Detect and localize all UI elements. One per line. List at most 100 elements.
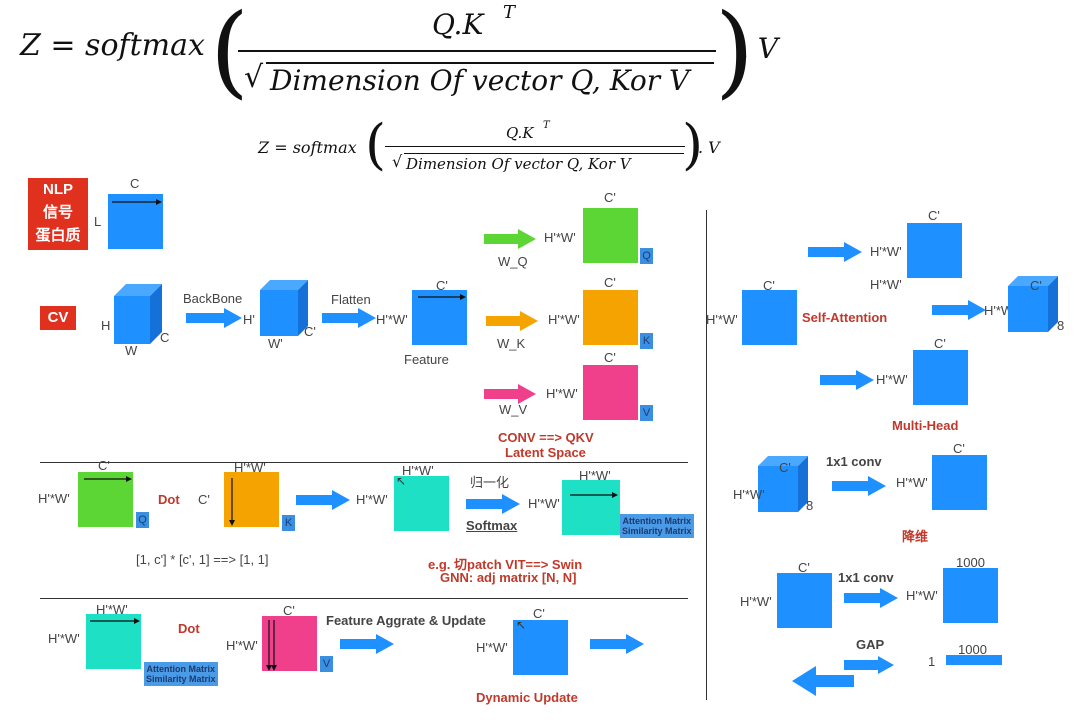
row2-q-tag: Q (136, 512, 149, 528)
q-c-label: C' (604, 190, 616, 205)
row2-attn-tag-line1: Attention Matrix (622, 516, 692, 526)
sa-hw-label: H'*W' (706, 312, 738, 327)
row2-out-hw-left: H'*W' (528, 496, 560, 511)
row2-attn-matrix (394, 476, 449, 531)
reduce-input-c: C' (779, 460, 791, 475)
cube-h-prime: H' (243, 312, 255, 327)
row2-k-matrix (224, 472, 279, 527)
mh-concat-8: 8 (1057, 318, 1065, 333)
row2-attention-matrix-tag: Attention Matrix Similarity Matrix (620, 514, 694, 538)
row2-dot-label: Dot (158, 492, 180, 507)
row3-attn-hw-top: H'*W' (96, 602, 128, 617)
gap-arrow-left (792, 666, 854, 696)
formula-small-rhs: . V (698, 138, 720, 157)
mh-head1-hw: H'*W' (870, 244, 902, 259)
row2-attention-out-matrix (562, 480, 620, 535)
q-hw-label: H'*W' (544, 230, 576, 245)
reduce-input-cube (758, 456, 808, 512)
row2-q-arrow (84, 476, 132, 482)
mh-concat-hw: H'*W' (984, 303, 1016, 318)
row3-v-hw: H'*W' (226, 638, 258, 653)
wv-label: W_V (499, 402, 528, 417)
normalize-label: 归一化 (470, 475, 510, 490)
row3-attn-hw-left: H'*W' (48, 631, 80, 646)
backbone-arrow (186, 308, 242, 328)
row2-attn-hw-top: H'*W' (402, 463, 434, 478)
wk-arrow (486, 311, 538, 331)
v-c-label: C' (604, 350, 616, 365)
cls-out-matrix (943, 568, 998, 623)
mh-concat-arrow (932, 300, 986, 320)
k-hw-label: H'*W' (548, 312, 580, 327)
backbone-feature-cube (260, 280, 308, 336)
row2-out-hw-top: H'*W' (579, 468, 611, 483)
formula-small-denominator: Dimension Of vector Q, Kor V (406, 155, 631, 173)
row3-attn-tag-line2: Similarity Matrix (146, 674, 216, 684)
feature-matrix (412, 290, 467, 345)
sa-input-matrix (742, 290, 797, 345)
k-c-label: C' (604, 275, 616, 290)
flatten-label: Flatten (331, 292, 371, 307)
row2-out-arrow (570, 492, 618, 498)
formula-large-sup: T (503, 2, 516, 23)
feature-hw-label: H'*W' (376, 312, 408, 327)
divider-vertical (706, 210, 707, 700)
row3-v-c: C' (283, 603, 295, 618)
wv-arrow (484, 384, 536, 404)
feature-c-arrow (418, 294, 466, 300)
backbone-label: BackBone (183, 291, 243, 306)
formula-large-sqrt: √ (244, 60, 264, 95)
q-tag: Q (640, 248, 653, 264)
softmax-arrow (466, 494, 520, 514)
cls-arrow (844, 588, 898, 608)
gap-out-1: 1 (928, 654, 936, 669)
row2-k-c: C' (198, 492, 210, 507)
conv-qkv-label: CONV ==> QKV (498, 430, 594, 445)
row2-q-hw: H'*W' (38, 491, 70, 506)
mh-arrow-2 (820, 370, 874, 390)
cv-h-label: H (101, 318, 111, 333)
row3-attention-matrix-tag: Attention Matrix Similarity Matrix (144, 662, 218, 686)
formula-large-sqrt-bar (266, 62, 714, 64)
nlp-label-box: NLP 信号 蛋白质 (28, 178, 88, 250)
v-tag: V (640, 405, 653, 421)
formula-small-lhs: Z = softmax (258, 138, 357, 157)
eg-patch-label: e.g. 切patch VIT==> Swin (428, 557, 583, 572)
nlp-c-arrow (112, 199, 162, 205)
mh-concat-c: C' (1030, 278, 1042, 293)
row2-k-tag: K (282, 515, 295, 531)
reduce-input-8: 8 (806, 498, 814, 513)
row3-v-arrows (266, 620, 277, 671)
reduce-out-matrix (932, 455, 987, 510)
wq-arrow (484, 229, 536, 249)
feature-aggregate-label: Feature Aggrate & Update (326, 613, 486, 628)
reduce-input-hw: H'*W' (733, 487, 765, 502)
multi-head-label: Multi-Head (892, 418, 959, 433)
row3-v-tag: V (320, 656, 333, 672)
nlp-matrix (108, 194, 163, 249)
latent-space-label: Latent Space (505, 445, 586, 460)
row2-attn-tag-line2: Similarity Matrix (622, 526, 692, 536)
cls-in-matrix (777, 573, 832, 628)
row3-updated-matrix (513, 620, 568, 675)
cube-c-prime: C' (304, 324, 316, 339)
formula-small-rparen: ) (682, 113, 704, 176)
nlp-line-1: NLP (43, 181, 73, 198)
row2-q-c: C' (98, 458, 110, 473)
formula-small-sqrt-bar (404, 153, 684, 154)
gap-arrow-right (844, 656, 894, 674)
cv-label-box: CV (40, 306, 76, 330)
reduce-out-hw: H'*W' (896, 475, 928, 490)
cv-w-label: W (125, 343, 138, 358)
formula-large-lhs: Z = softmax (20, 28, 205, 63)
cls-out-1000: 1000 (956, 555, 985, 570)
mh-head2-c: C' (934, 336, 946, 351)
wq-label: W_Q (498, 254, 528, 269)
reduce-out-c: C' (953, 441, 965, 456)
row3-attn-arrow (90, 618, 140, 624)
mh-concat-cube (1008, 276, 1058, 332)
dynamic-update-label: Dynamic Update (476, 690, 578, 705)
sa-c-label: C' (763, 278, 775, 293)
gap-out-vector (946, 655, 1002, 665)
row3-arrow-1 (340, 634, 394, 654)
